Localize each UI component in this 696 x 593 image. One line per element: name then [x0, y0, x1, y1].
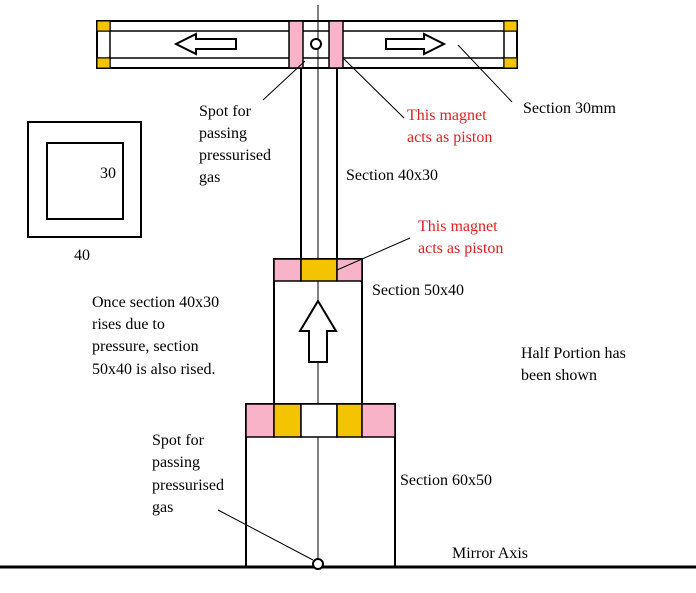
section-40x30-label: Section 40x30: [346, 167, 438, 184]
magnet-block-bottom: [336, 403, 363, 438]
spot-label-top: Spot for passing pressurised gas: [199, 103, 275, 186]
inset-inner-label: 30: [100, 165, 116, 182]
magnet-block-bottom: [273, 403, 302, 438]
section-60x50: [245, 403, 396, 570]
magnet-piston-top-right: [328, 20, 344, 69]
note-text: Once section 40x30 rises due to pressure…: [92, 294, 223, 378]
leader-magnet-mid: [336, 237, 411, 271]
top-horizontal-section: [96, 20, 518, 69]
section-50x40-label: Section 50x40: [372, 282, 464, 299]
magnet-block-bottom: [300, 403, 338, 438]
spot-label-bottom: Spot for passing pressurised gas: [152, 432, 228, 516]
leader-spot-bottom: [217, 509, 314, 561]
inset-outer-label: 40: [74, 247, 90, 264]
cross-section-inset: 30 40: [27, 121, 142, 264]
magnet-label-top: This magnet acts as piston: [407, 107, 492, 146]
magnet-block-bottom: [361, 403, 396, 438]
leader-spot-top: [262, 60, 306, 101]
magnet-piston-mid-right: [336, 258, 363, 282]
section-50x40: [273, 258, 363, 405]
section-60x50-label: Section 60x50: [400, 472, 492, 489]
corner-block: [96, 57, 111, 69]
section-40x30-stem: [300, 68, 338, 259]
magnet-piston-top-left: [288, 20, 304, 69]
mirror-axis-label: Mirror Axis: [452, 545, 528, 562]
arrow-left-icon: [173, 32, 237, 56]
leader-section-30mm: [457, 44, 513, 103]
magnet-block-bottom: [245, 403, 275, 438]
magnet-piston-mid-center: [300, 258, 338, 282]
magnet-label-mid: This magnet acts as piston: [418, 218, 503, 257]
arrow-up-icon: [298, 299, 338, 363]
gas-passage-spot-bottom: [312, 558, 324, 570]
corner-block: [503, 20, 518, 32]
section-30mm-label: Section 30mm: [523, 100, 616, 117]
magnet-piston-mid-left: [273, 258, 302, 282]
corner-block: [503, 57, 518, 69]
gas-passage-spot-top: [310, 38, 322, 50]
arrow-right-icon: [385, 32, 447, 56]
corner-block: [96, 20, 111, 32]
leader-magnet-top: [343, 58, 405, 119]
half-portion-label: Half Portion has been shown: [521, 345, 630, 384]
